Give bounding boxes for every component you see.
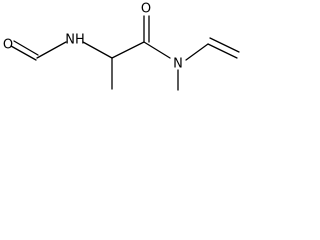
atom-label-carbonyl-oxygen: O (141, 2, 151, 17)
bond-carbonyl-c-n (143, 41, 171, 59)
bond-n-vinyl (185, 43, 209, 61)
bond-nh-alpha-c (82, 41, 113, 59)
atom-label-amide-nitrogen: N (173, 57, 183, 72)
bond-formyl-double-2 (13, 40, 39, 56)
atom-label-formyl-oxygen: O (3, 38, 13, 53)
bond-vinyl-double-1 (207, 43, 238, 59)
bond-vinyl-double-2 (209, 37, 240, 53)
bond-alpha-c-carbonyl-c (111, 41, 145, 59)
atom-label-nh: NH (65, 33, 85, 48)
bond-formyl-double-1 (10, 45, 37, 61)
bond-formyl-c-nh (36, 41, 67, 59)
structural-formula: O NH O N (3, 2, 240, 91)
